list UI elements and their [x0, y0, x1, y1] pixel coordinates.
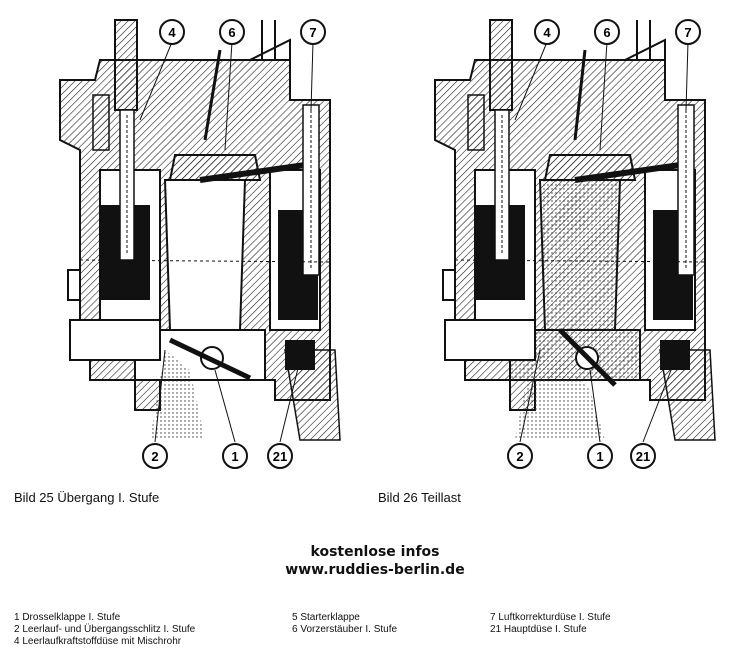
pre-atomizer [199, 162, 306, 183]
idle-jet [114, 19, 138, 111]
svg-text:21: 21 [273, 449, 287, 464]
svg-text:2: 2 [516, 449, 523, 464]
svg-text:7: 7 [309, 25, 316, 40]
legend-item: 21 Hauptdüse I. Stufe [490, 624, 587, 635]
callout-21: 21 [630, 443, 656, 469]
figure-caption-26: Bild 26 Teillast [378, 490, 461, 505]
legend-item: 5 Starterklappe [292, 612, 360, 623]
callout-4: 4 [534, 19, 560, 45]
callout-7: 7 [300, 19, 326, 45]
carburetor-diagram-part-load: 4 6 7 2 1 21 [434, 19, 716, 469]
svg-text:6: 6 [228, 25, 235, 40]
idle-jet [489, 19, 513, 111]
choke-flap [573, 49, 587, 141]
callout-7: 7 [675, 19, 701, 45]
svg-text:2: 2 [151, 449, 158, 464]
svg-text:1: 1 [596, 449, 603, 464]
venturi [163, 179, 247, 331]
svg-text:4: 4 [168, 25, 176, 40]
legend-item: 2 Leerlauf- und Übergangsschlitz I. Stuf… [14, 624, 196, 635]
legend-item: 1 Drosselklappe I. Stufe [14, 612, 121, 623]
carburetor-body [59, 19, 341, 443]
main-jet [284, 349, 341, 441]
legend-column-1: 1 Drosselklappe I. Stufe 2 Leerlauf- und… [14, 612, 195, 648]
carburetor-body [434, 19, 716, 443]
callout-2: 2 [507, 443, 533, 469]
callout-4: 4 [159, 19, 185, 45]
svg-text:7: 7 [684, 25, 691, 40]
svg-text:6: 6 [603, 25, 610, 40]
fuel-spray [150, 350, 205, 440]
pre-atomizer [574, 162, 681, 183]
legend-item: 7 Luftkorrekturdüse I. Stufe [490, 612, 611, 623]
legend-item: 4 Leerlaufkraftstoffdüse mit Mischrohr [14, 636, 182, 647]
callout-6: 6 [594, 19, 620, 45]
callout-2: 2 [142, 443, 168, 469]
legend-column-3: 7 Luftkorrekturdüse I. Stufe 21 Hauptdüs… [490, 612, 611, 636]
svg-text:21: 21 [636, 449, 650, 464]
figure-caption-25: Bild 25 Übergang I. Stufe [14, 490, 160, 505]
carburetor-diagram-transition: 4 6 7 2 1 21 [59, 19, 341, 469]
promo-text: kostenlose infos [310, 544, 440, 560]
svg-text:4: 4 [543, 25, 551, 40]
main-jet [659, 349, 716, 441]
callout-1: 1 [587, 443, 613, 469]
legend-item: 6 Vorzerstäuber I. Stufe [292, 624, 398, 635]
callout-1: 1 [222, 443, 248, 469]
callout-21: 21 [267, 443, 293, 469]
callout-6: 6 [219, 19, 245, 45]
legend-column-2: 5 Starterklappe 6 Vorzerstäuber I. Stufe [292, 612, 397, 636]
promo-url: www.ruddies-berlin.de [285, 562, 465, 578]
svg-text:1: 1 [231, 449, 238, 464]
throttle-plate [168, 337, 252, 381]
choke-flap [203, 49, 222, 141]
throttle-plate [558, 328, 617, 387]
